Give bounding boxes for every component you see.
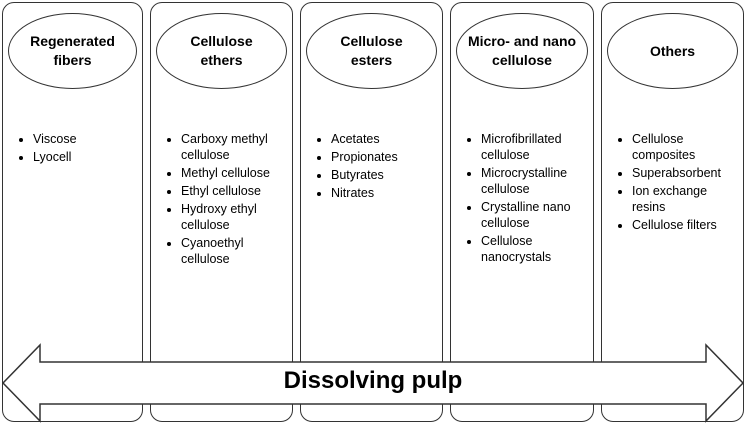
list-item: Ion exchange resins [632,183,739,215]
category-title: Cellulose ethers [190,33,253,68]
list-item: Hydroxy ethyl cellulose [181,201,288,233]
list-item: Crystalline nano cellulose [481,199,589,231]
list-item: Butyrates [331,167,438,183]
list-item: Carboxy methyl cellulose [181,131,288,163]
item-list: Microfibrillated celluloseMicrocrystalli… [459,131,589,267]
item-list: Carboxy methyl celluloseMethyl cellulose… [159,131,288,269]
list-item: Cellulose nanocrystals [481,233,589,265]
list-item: Lyocell [33,149,138,165]
category-header: Cellulose esters [306,13,437,89]
list-item: Viscose [33,131,138,147]
list-item: Propionates [331,149,438,165]
list-item: Microfibrillated cellulose [481,131,589,163]
list-item: Ethyl cellulose [181,183,288,199]
column-cellulose-esters: Cellulose esters AcetatesPropionatesButy… [300,2,443,422]
item-list: AcetatesPropionatesButyratesNitrates [309,131,438,203]
category-header: Cellulose ethers [156,13,287,89]
double-arrow-shape [1,343,745,423]
arrow-label: Dissolving pulp [283,367,463,394]
category-header: Micro- and nano cellulose [456,13,588,89]
list-item: Acetates [331,131,438,147]
list-item: Cyanoethyl cellulose [181,235,288,267]
list-item: Nitrates [331,185,438,201]
category-title: Others [649,42,696,59]
list-item: Methyl cellulose [181,165,288,181]
item-list: ViscoseLyocell [11,131,138,167]
category-header: Regenerated fibers [8,13,137,89]
list-item: Cellulose composites [632,131,739,163]
list-item: Microcrystalline cellulose [481,165,589,197]
column-cellulose-ethers: Cellulose ethers Carboxy methyl cellulos… [150,2,293,422]
category-title: Micro- and nano cellulose [467,33,577,68]
list-item: Cellulose filters [632,217,739,233]
item-list: Cellulose compositesSuperabsorbentIon ex… [610,131,739,235]
column-others: Others Cellulose compositesSuperabsorben… [601,2,744,422]
column-micro-nano-cellulose: Micro- and nano cellulose Microfibrillat… [450,2,594,422]
category-title: Cellulose esters [340,33,403,68]
category-title: Regenerated fibers [30,33,115,68]
list-item: Superabsorbent [632,165,739,181]
category-header: Others [607,13,738,89]
column-regenerated-fibers: Regenerated fibers ViscoseLyocell [2,2,143,422]
